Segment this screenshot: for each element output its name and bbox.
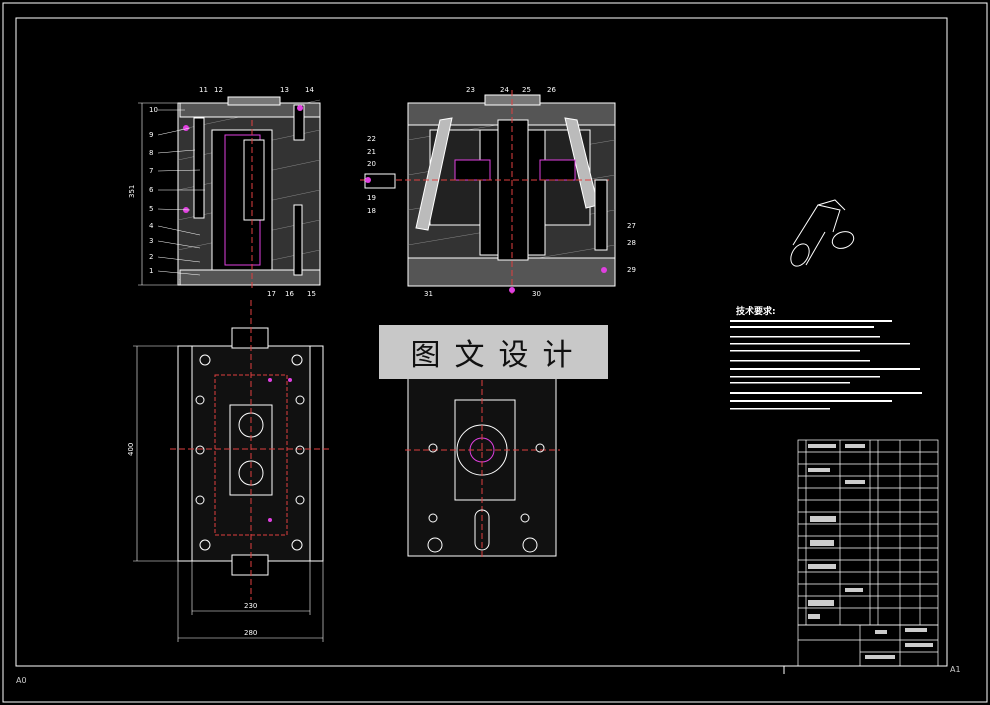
svg-text:31: 31 xyxy=(424,290,433,298)
svg-text:19: 19 xyxy=(367,194,376,202)
dimension-lines-plan xyxy=(133,345,324,642)
plan-view-left xyxy=(170,300,330,600)
svg-text:8: 8 xyxy=(149,149,153,157)
svg-text:7: 7 xyxy=(149,167,153,175)
svg-text:17: 17 xyxy=(267,290,276,298)
svg-text:9: 9 xyxy=(149,131,153,139)
dim-width-inner: 230 xyxy=(244,602,257,610)
svg-text:3: 3 xyxy=(149,237,153,245)
svg-text:12: 12 xyxy=(214,86,223,94)
svg-text:29: 29 xyxy=(627,266,636,274)
svg-text:13: 13 xyxy=(280,86,289,94)
svg-text:4: 4 xyxy=(149,222,154,230)
svg-text:25: 25 xyxy=(522,86,531,94)
section-view-right xyxy=(360,90,616,296)
part-numbers-left: 10 9 8 7 6 5 4 3 2 1 11 12 13 14 17 16 1… xyxy=(149,86,316,298)
svg-text:16: 16 xyxy=(285,290,294,298)
svg-text:21: 21 xyxy=(367,148,376,156)
dim-height-side: 351 xyxy=(128,185,136,198)
svg-text:6: 6 xyxy=(149,186,154,194)
svg-text:27: 27 xyxy=(627,222,636,230)
svg-text:28: 28 xyxy=(627,239,636,247)
dim-width-outer: 280 xyxy=(244,629,257,637)
watermark-banner: 图文设计 xyxy=(379,325,608,379)
svg-text:22: 22 xyxy=(367,135,376,143)
title-block-fill xyxy=(808,444,933,659)
svg-text:2: 2 xyxy=(149,253,153,261)
technical-notes: 技术要求: xyxy=(730,305,922,410)
svg-text:11: 11 xyxy=(199,86,208,94)
svg-text:5: 5 xyxy=(149,205,153,213)
svg-text:20: 20 xyxy=(367,160,376,168)
part-isometric-sketch xyxy=(790,199,855,267)
sheet-corner-mark: A1 xyxy=(950,665,961,674)
svg-text:26: 26 xyxy=(547,86,556,94)
sheet-size-label: A0 xyxy=(16,676,27,685)
svg-text:10: 10 xyxy=(149,106,158,114)
svg-text:技术要求:: 技术要求: xyxy=(736,305,776,317)
section-view-left xyxy=(177,96,321,290)
svg-text:14: 14 xyxy=(305,86,314,94)
plan-view-right xyxy=(405,345,560,560)
title-block xyxy=(797,439,939,667)
svg-text:30: 30 xyxy=(532,290,541,298)
dimension-lines-left xyxy=(138,102,178,286)
balloon-leaders-left xyxy=(157,109,205,276)
svg-text:23: 23 xyxy=(466,86,475,94)
dim-height-plan: 400 xyxy=(127,443,135,456)
svg-text:1: 1 xyxy=(149,267,153,275)
part-numbers-right: 23 22 21 20 19 18 24 25 26 27 28 29 31 3… xyxy=(367,86,636,298)
svg-text:18: 18 xyxy=(367,207,376,215)
svg-text:15: 15 xyxy=(307,290,316,298)
svg-text:24: 24 xyxy=(500,86,509,94)
